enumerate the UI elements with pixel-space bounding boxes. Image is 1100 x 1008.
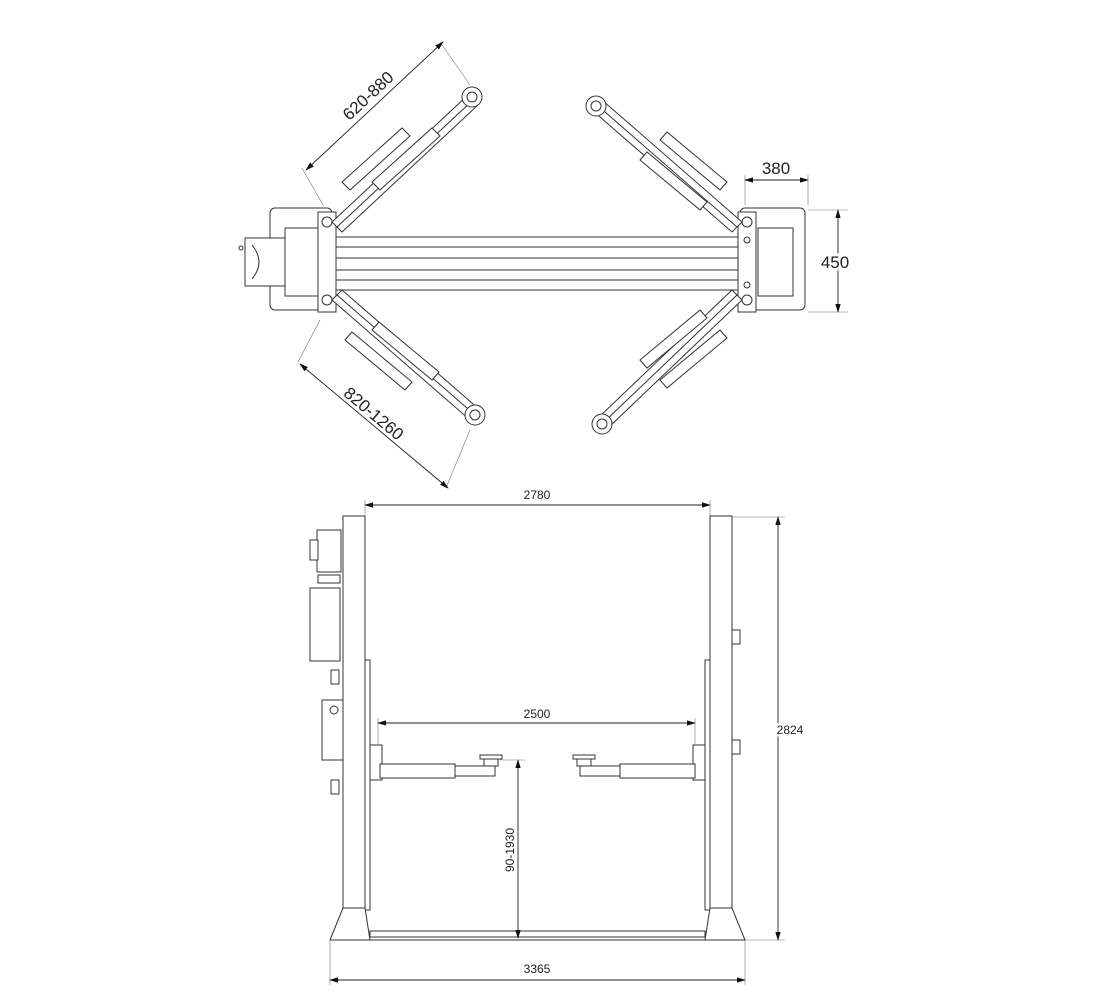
column-width-label: 380 (762, 159, 790, 178)
left-lift-arm (369, 744, 503, 781)
lift-height-label: 90-1930 (503, 828, 517, 872)
arm-long-range-label: 820-1260 (340, 383, 407, 444)
overhead-beam (324, 236, 746, 291)
arm-short-range-label: 620-880 (339, 68, 398, 124)
drive-through-label: 2500 (524, 707, 551, 721)
right-column-top (737, 207, 806, 313)
inner-width-label: 2780 (524, 488, 551, 502)
right-post (704, 515, 746, 941)
right-lift-arm (572, 744, 706, 781)
front-view: 2780 2500 2824 90-1930 3365 (309, 488, 806, 985)
overall-height-label: 2824 (777, 723, 804, 737)
power-unit (309, 529, 344, 761)
right-upper-arm (585, 95, 743, 233)
column-depth-label: 450 (821, 253, 849, 272)
right-lower-arm (591, 289, 743, 435)
left-column-top (238, 207, 337, 313)
overall-width-label: 3365 (524, 962, 551, 976)
top-view: 620-880 820-1260 380 450 (238, 41, 852, 489)
